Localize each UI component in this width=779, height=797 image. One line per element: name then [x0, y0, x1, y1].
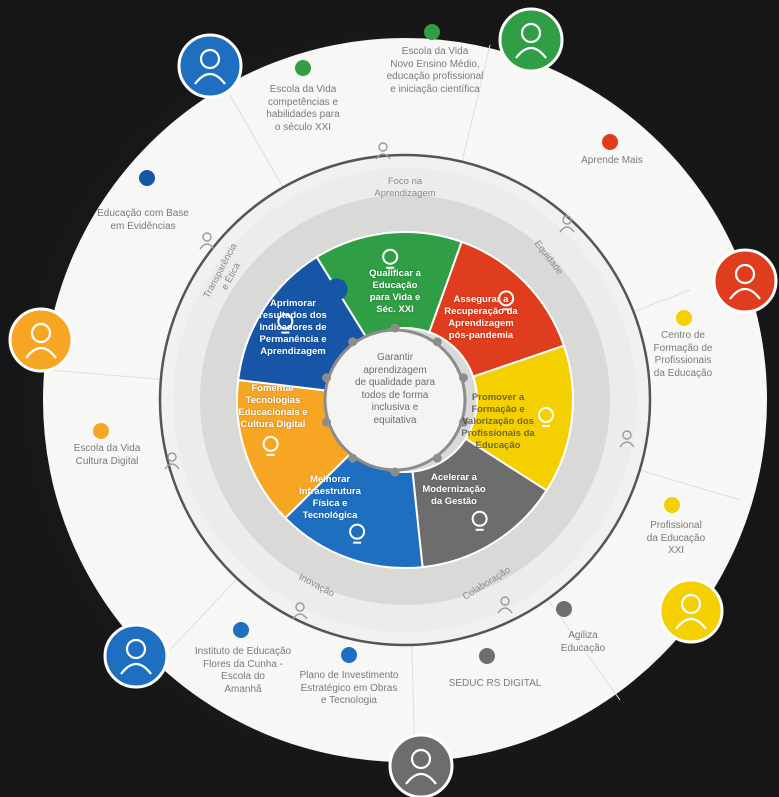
person-icon — [199, 232, 215, 250]
lightbulb-icon — [382, 248, 399, 269]
program-dot — [479, 648, 495, 664]
person-icon — [559, 215, 575, 233]
piece-label-fomentar: Fomentar Tecnologias Educacionais e Cult… — [238, 383, 308, 430]
outer-label-aprende-mais: Aprende Mais — [581, 155, 643, 166]
center-gear-teeth — [322, 323, 468, 477]
piece-label-promover: Promover a Formação e Valorização dos Pr… — [461, 392, 535, 451]
gear-tooth — [322, 417, 332, 427]
program-dots — [93, 24, 692, 664]
school-building-icon — [349, 523, 366, 544]
woman-professional-icon — [658, 578, 724, 644]
piece-label-assegurar: Assegurar a Recuperação da Aprendizagem … — [444, 294, 518, 341]
outer-label-escola-vida-ensino-medio: Escola da Vida Novo Ensino Médio, educaç… — [386, 46, 484, 95]
outer-label-centro-formacao: Centro de Formação de Profissionais da E… — [653, 330, 713, 379]
ring-person-icons — [164, 142, 635, 620]
piece-label-qualificar: Qualificar a Educação para Vida e Séc. X… — [369, 268, 421, 315]
hand-plant-icon — [498, 290, 515, 311]
chef-icon — [388, 733, 454, 797]
puzzle-knob — [325, 278, 348, 301]
gear-tooth — [348, 337, 358, 347]
graduate-painter-icon — [498, 7, 564, 73]
piece-label-acelerar: Acelerar a Modernização da Gestão — [422, 472, 486, 507]
gear-tooth — [390, 467, 400, 477]
piece-label-aprimorar: Aprimorar resultados dos Indicadores de … — [259, 298, 327, 357]
program-dot — [676, 310, 692, 326]
person-icon — [619, 430, 635, 448]
person-icon — [164, 452, 180, 470]
gear-tooth — [458, 373, 468, 383]
outer-label-agiliza: Agiliza Educação — [560, 630, 606, 654]
gear-tooth — [432, 453, 442, 463]
ring-label-foco: Foco na Aprendizagem — [374, 176, 436, 199]
person-icon — [292, 602, 308, 620]
gear-tooth — [348, 453, 358, 463]
program-dot — [602, 134, 618, 150]
gear-tooth — [390, 323, 400, 333]
program-dot — [139, 170, 155, 186]
piece-label-melhorar: Melhorar Infraestrutura Física e Tecnoló… — [299, 474, 361, 521]
person-icon — [375, 142, 391, 160]
outer-label-base-evidencias: Educação com Base em Evidências — [97, 208, 189, 232]
network-icon — [262, 435, 279, 456]
female-teacher-music-icon — [712, 248, 778, 314]
program-dot — [233, 622, 249, 638]
outer-label-seduc-digital: SEDUC RS DIGITAL — [448, 678, 542, 689]
gear-tooth — [322, 373, 332, 383]
program-dot — [295, 60, 311, 76]
engineer-icon — [103, 623, 169, 689]
outer-label-instituto-educacao: Instituto de Educação Flores da Cunha - … — [194, 646, 292, 695]
hand-heart-icon — [537, 406, 554, 427]
program-dot — [424, 24, 440, 40]
person-icon — [497, 596, 513, 614]
program-dot — [556, 601, 572, 617]
student-headset-icon — [8, 307, 74, 373]
astronaut-student-icon — [177, 33, 243, 99]
outer-label-profissional-educacao: Profissional da Educação XXI — [646, 520, 706, 556]
handshake-icon — [471, 510, 488, 531]
growth-chart-icon — [277, 313, 294, 334]
gear-tooth — [458, 417, 468, 427]
outer-label-plano-investimento: Plano de Investimento Estratégico em Obr… — [299, 670, 399, 706]
program-dot — [664, 497, 680, 513]
center-statement: Garantir aprendizagem de qualidade para … — [354, 352, 436, 426]
outer-label-escola-vida-competencias: Escola da Vida competências e habilidade… — [266, 84, 340, 133]
program-dot — [93, 423, 109, 439]
puzzle-pieces — [236, 231, 574, 569]
outer-label-cultura-digital: Escola da Vida Cultura Digital — [73, 443, 141, 467]
program-dot — [341, 647, 357, 663]
gear-tooth — [432, 337, 442, 347]
avatar-badges — [8, 7, 778, 797]
